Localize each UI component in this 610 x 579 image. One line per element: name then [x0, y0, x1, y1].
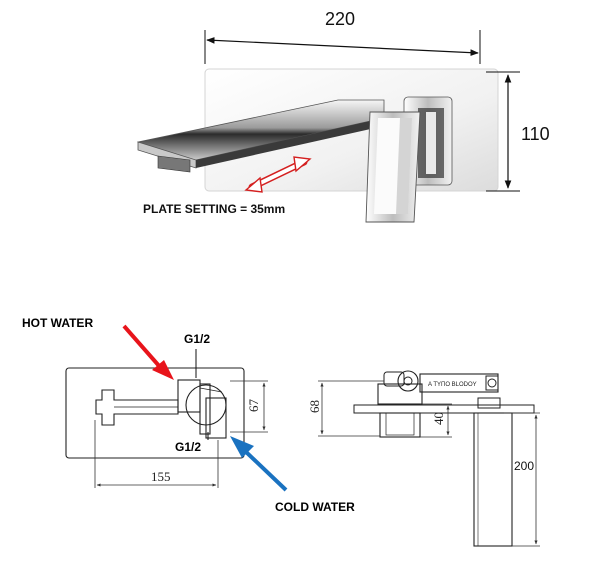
dimension-40-label: 40 — [431, 412, 446, 425]
mixer-handle — [365, 111, 421, 223]
g-half-bottom-label: G1/2 — [175, 440, 201, 454]
front-view — [65, 367, 245, 459]
front-plate-outline — [65, 367, 245, 459]
product-photo — [136, 68, 499, 223]
hot-water-label: HOT WATER — [22, 316, 93, 330]
dimension-110-label: 110 — [521, 124, 550, 144]
dimension-68 — [318, 380, 384, 437]
dimension-110 — [486, 71, 520, 192]
dimension-67-label: 67 — [246, 399, 261, 413]
dimension-67 — [230, 380, 268, 433]
cold-water-label: COLD WATER — [275, 500, 355, 514]
cold-water-arrow — [230, 436, 288, 492]
dimension-200-label: 200 — [514, 459, 534, 473]
g-half-top-label: G1/2 — [184, 332, 210, 346]
dimension-155-label: 155 — [151, 469, 171, 484]
dimension-40 — [420, 403, 452, 438]
dimension-68-label: 68 — [307, 400, 322, 413]
plate-setting-label: PLATE SETTING = 35mm — [143, 202, 285, 216]
side-view: A ΤΥΠΟ BLODOΥ — [353, 370, 535, 547]
body-marking: A ΤΥΠΟ BLODOΥ — [428, 382, 477, 388]
dimension-220 — [204, 30, 481, 64]
hot-water-arrow — [122, 324, 174, 380]
dimension-200 — [504, 412, 540, 547]
plate-setting-arrow — [244, 156, 312, 193]
dimension-220-label: 220 — [325, 9, 355, 29]
dimension-155 — [94, 420, 219, 488]
